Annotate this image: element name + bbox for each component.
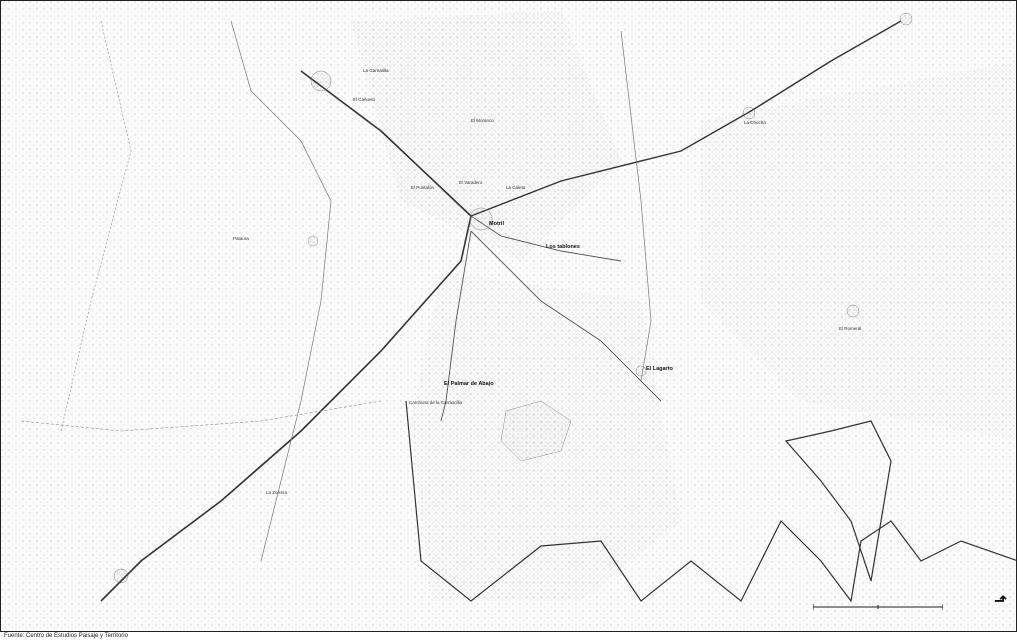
- label-la-caleta: La Caleta: [506, 185, 526, 190]
- label-el-palmar: El Palmar de Abajo: [444, 381, 494, 387]
- label-los-tablones: Los tablones: [546, 244, 580, 250]
- settlement-north: [310, 70, 332, 92]
- label-el-varadero: El Varadero: [459, 180, 483, 185]
- road-south: [440, 230, 472, 422]
- label-el-puntalon: El Puntalón: [411, 185, 435, 190]
- label-el-romeral: El Romeral: [839, 326, 862, 331]
- label-motril: Motril: [489, 221, 504, 227]
- road-southeast: [470, 230, 662, 402]
- label-el-lagarto: El Lagarto: [646, 366, 673, 372]
- plain-area: [351, 11, 621, 261]
- local-road-west: [230, 20, 332, 562]
- settlement-southwest: [113, 568, 129, 584]
- settlement-east: [742, 106, 756, 120]
- settlement-motril: [469, 207, 493, 231]
- settlement-west: [307, 235, 319, 247]
- source-caption: Fuente: Centro de Estudios Paisaje y Ter…: [4, 633, 128, 639]
- label-el-canuelo: El Cañuelo: [353, 97, 376, 102]
- highway-a44: [100, 70, 472, 602]
- settlement-coast: [500, 400, 572, 462]
- track-west: [20, 400, 382, 432]
- coastline: [405, 400, 1016, 603]
- east-mountains: [701, 61, 1016, 441]
- label-carchuna: Carchuna de la Carrascilla: [409, 400, 463, 405]
- label-la-garnatilla: La Garnatilla: [363, 68, 389, 73]
- label-el-moranco: El Moranco: [471, 118, 494, 123]
- coastal-bay-outline: [784, 420, 892, 582]
- scale-bar: [813, 604, 943, 610]
- settlement-southeast: [846, 304, 860, 318]
- settlement-carchuna: [635, 365, 647, 377]
- label-la-chucha: La Chucha: [744, 120, 766, 125]
- highway-n340-east: [470, 20, 902, 217]
- settlement-northeast: [899, 12, 913, 26]
- label-la-zorrera: La Zorrera: [266, 490, 288, 495]
- north-arrow-icon: ⬏: [994, 593, 1008, 610]
- label-pataura: Pataura: [233, 236, 249, 241]
- local-road-central: [620, 30, 652, 382]
